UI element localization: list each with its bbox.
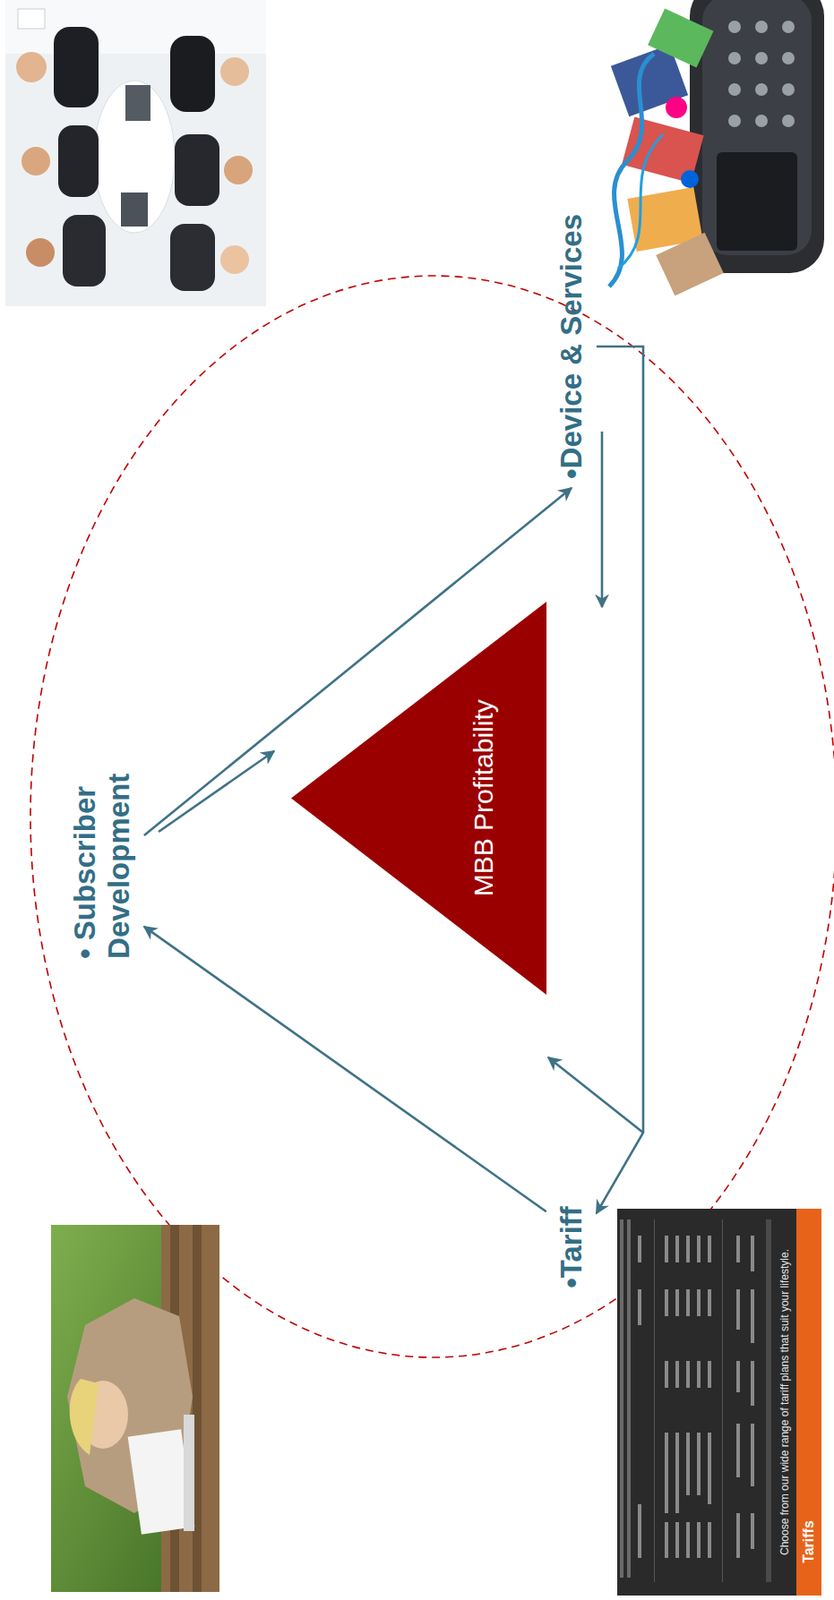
corner-label: •Device & Services xyxy=(551,210,592,483)
node-text: MBB Profitability xyxy=(468,699,500,897)
corner-label: •Tariff xyxy=(551,1203,592,1293)
laptop-photo xyxy=(51,1225,220,1593)
triangle-shape xyxy=(291,601,547,996)
connector-line xyxy=(144,927,547,1213)
corner-label: • Subscriber Development xyxy=(65,731,139,963)
profit-triangle: MBB Profitability xyxy=(291,601,547,996)
tariff-screenshot xyxy=(617,1209,822,1597)
screenshot-heading: Tariffs xyxy=(800,1521,817,1565)
inner-arrow xyxy=(158,431,644,1134)
screenshot-text: Choose from our wide range of tariff pla… xyxy=(778,1249,792,1557)
region-outline xyxy=(30,275,834,1359)
connector-line xyxy=(596,346,644,1214)
meeting-photo xyxy=(5,0,267,307)
phone-photo xyxy=(597,0,834,312)
node-text: •Device & Services xyxy=(554,214,589,480)
node-text: •Tariff xyxy=(554,1206,589,1290)
node-text: • Subscriber Development xyxy=(68,735,137,960)
